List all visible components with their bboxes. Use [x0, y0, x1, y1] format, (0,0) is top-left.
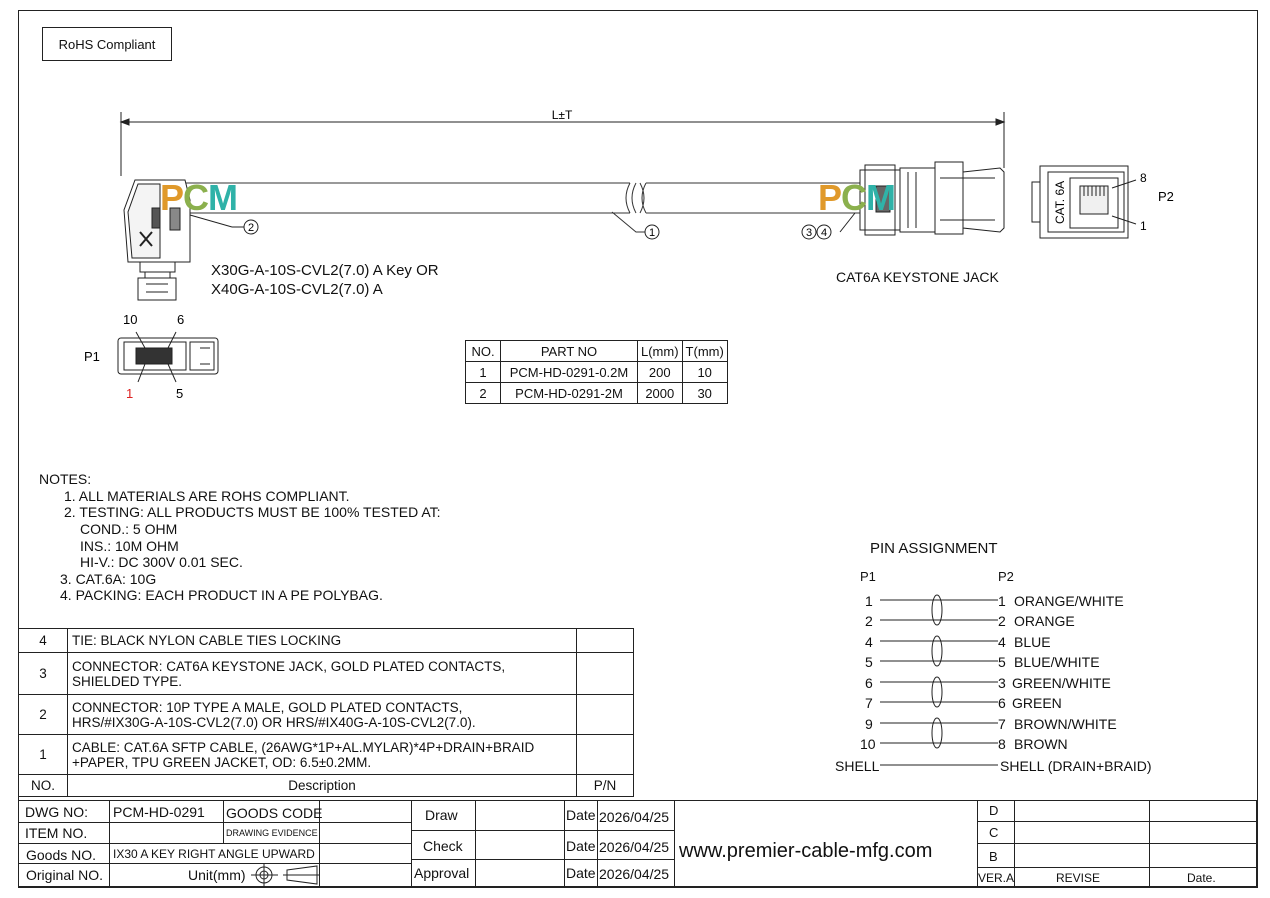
p1-front-view: [117, 331, 219, 383]
goods-number: IX30 A KEY RIGHT ANGLE UPWARD: [113, 847, 315, 861]
p1-pin-10: 10: [123, 312, 137, 327]
parts-table-header: NO. PART NO L(mm) T(mm): [465, 340, 728, 362]
rohs-label: RoHS Compliant: [42, 27, 172, 61]
callout-1-circle: [644, 224, 660, 240]
p1-pin-5: 5: [176, 386, 183, 401]
table-row: 2 CONNECTOR: 10P TYPE A MALE, GOLD PLATE…: [18, 694, 634, 735]
drawing-frame: [18, 10, 1258, 888]
table-row: 4 TIE: BLACK NYLON CABLE TIES LOCKING: [18, 628, 634, 653]
p1-pin-6: 6: [177, 312, 184, 327]
dwg-number: PCM-HD-0291: [113, 804, 205, 820]
projection-symbol-icon: [251, 864, 319, 886]
table-row: 3 CONNECTOR: CAT6A KEYSTONE JACK, GOLD P…: [18, 652, 634, 695]
dimension-label: L±T: [552, 108, 573, 122]
callout-3-circle: [801, 224, 817, 240]
keystone-jack-front: [1031, 165, 1137, 239]
dimension-line: [119, 112, 1006, 176]
parts-table: NO. PART NO L(mm) T(mm) 1 PCM-HD-0291-0.…: [465, 340, 728, 404]
bom-table-header: NO. Description P/N: [18, 774, 634, 797]
pin-wires: [880, 594, 998, 766]
cable-drawing: L±T 1 2: [84, 108, 1174, 401]
table-row: 1 CABLE: CAT.6A SFTP CABLE, (26AWG*1P+AL…: [18, 734, 634, 775]
cable-body: [180, 182, 860, 233]
svg-text:3: 3: [806, 227, 812, 239]
table-row: 2 PCM-HD-0291-2M 2000 30: [465, 382, 728, 404]
p1-tag: P1: [84, 349, 100, 364]
p2-connector-label: CAT6A KEYSTONE JACK: [836, 269, 999, 285]
table-row: 1 PCM-HD-0291-0.2M 200 10: [465, 361, 728, 383]
svg-text:4: 4: [821, 227, 827, 239]
jack-pin-1: 1: [1140, 219, 1147, 233]
keystone-jack-side: [839, 161, 1005, 236]
callout-4-circle: [816, 224, 832, 240]
callout-2: 2: [248, 222, 254, 234]
bom-table: 4 TIE: BLACK NYLON CABLE TIES LOCKING 3 …: [18, 628, 634, 797]
pcm-watermark-right: PCM: [818, 177, 896, 218]
p1-connector-line1: X30G-A-10S-CVL2(7.0) A Key OR: [211, 262, 439, 279]
p1-connector-line2: X40G-A-10S-CVL2(7.0) A: [211, 281, 383, 298]
callout-1: 1: [649, 227, 655, 239]
company-website: www.premier-cable-mfg.com: [679, 840, 933, 862]
pcm-watermark-left: PCM: [160, 177, 238, 218]
jack-pin-8: 8: [1140, 171, 1147, 185]
jack-cat6a-text: CAT. 6A: [1053, 181, 1067, 224]
p1-connector: [123, 179, 233, 301]
p2-tag: P2: [1158, 189, 1174, 204]
p1-pin-1: 1: [126, 386, 133, 401]
